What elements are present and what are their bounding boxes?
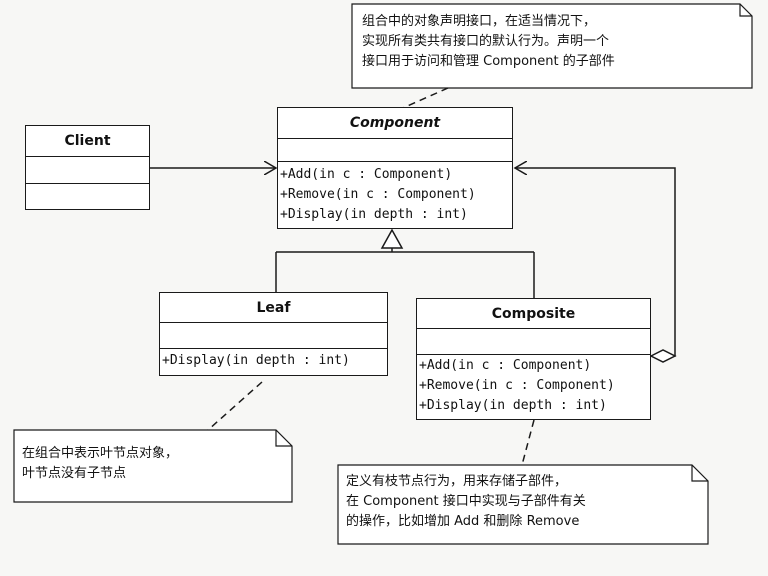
component-note-anchor	[402, 87, 449, 109]
component-note-fold	[739, 4, 752, 17]
client-operations	[26, 184, 149, 208]
leaf-note-line-1: 在组合中表示叶节点对象，	[22, 446, 179, 461]
component-operation-add: +Add(in c : Component)	[280, 167, 453, 182]
leaf-note-shape	[13, 429, 293, 503]
component-note-line-1: 组合中的对象声明接口，在适当情况下，	[362, 14, 597, 29]
component-note-line-3: 接口用于访问和管理 Component 的子部件	[362, 54, 615, 69]
component-note-line-2: 实现所有类共有接口的默认行为。声明一个	[362, 34, 610, 49]
composite-note-anchor	[521, 419, 535, 466]
composite-note-line-3: 的操作，比如增加 Add 和删除 Remove	[346, 514, 580, 529]
leaf-class: Leaf +Display(in depth : int)	[159, 292, 388, 376]
client-class-name: Client	[26, 126, 149, 157]
composite-operations: +Add(in c : Component) +Remove(in c : Co…	[417, 355, 650, 416]
component-operations: +Add(in c : Component) +Remove(in c : Co…	[278, 162, 512, 225]
leaf-operations: +Display(in depth : int)	[160, 349, 387, 371]
client-class: Client	[25, 125, 150, 210]
leaf-note: 在组合中表示叶节点对象， 叶节点没有子节点	[22, 444, 178, 484]
composite-operation-remove: +Remove(in c : Component)	[419, 378, 615, 393]
leaf-note-line-2: 叶节点没有子节点	[22, 466, 127, 481]
composite-class: Composite +Add(in c : Component) +Remove…	[416, 298, 651, 420]
leaf-attributes	[160, 323, 387, 349]
generalization-triangle	[380, 228, 404, 249]
client-attributes	[26, 157, 149, 184]
leaf-note-fold	[275, 430, 292, 447]
component-attributes	[278, 139, 512, 162]
component-note: 组合中的对象声明接口，在适当情况下， 实现所有类共有接口的默认行为。声明一个 接…	[362, 12, 615, 72]
component-note-shape	[351, 3, 753, 89]
composite-note-line-2: 在 Component 接口中实现与子部件有关	[346, 494, 586, 509]
composite-class-name: Composite	[417, 299, 650, 329]
composite-note-shape	[337, 464, 709, 545]
leaf-class-name: Leaf	[160, 293, 387, 323]
composite-note-line-1: 定义有枝节点行为，用来存储子部件，	[346, 474, 568, 489]
leaf-operation-display: +Display(in depth : int)	[162, 353, 350, 368]
composite-operation-display: +Display(in depth : int)	[419, 398, 607, 413]
composite-note: 定义有枝节点行为，用来存储子部件， 在 Component 接口中实现与子部件有…	[346, 472, 586, 532]
composite-attributes	[417, 329, 650, 355]
aggregation-diamond-icon	[649, 349, 677, 363]
composite-note-fold	[691, 465, 708, 482]
component-operation-remove: +Remove(in c : Component)	[280, 187, 476, 202]
component-operation-display: +Display(in depth : int)	[280, 207, 468, 222]
composite-operation-add: +Add(in c : Component)	[419, 358, 592, 373]
leaf-note-anchor	[207, 381, 263, 431]
component-class-name: Component	[278, 108, 512, 139]
component-class: Component +Add(in c : Component) +Remove…	[277, 107, 513, 229]
